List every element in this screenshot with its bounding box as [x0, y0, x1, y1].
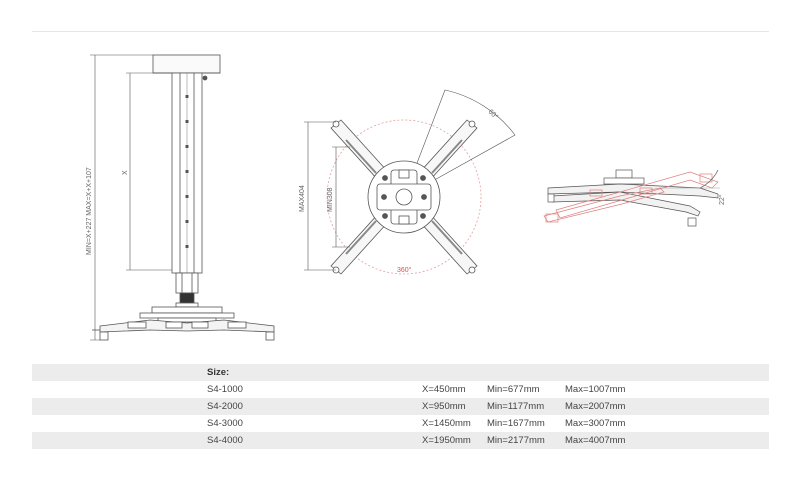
- max-cell: Max=3007mm: [565, 418, 626, 429]
- size-header: Size:: [207, 364, 422, 381]
- model-cell: S4-2000: [207, 398, 422, 415]
- min-dimension-label: MIN308: [327, 187, 334, 212]
- top-divider: [32, 31, 769, 32]
- pole-side-view: [90, 54, 275, 341]
- x-dimension-label: X: [122, 170, 129, 175]
- min-cell: Min=2177mm: [487, 432, 565, 449]
- table-row: S4-3000 X=1450mm Min=1677mm Max=3007mm: [32, 415, 769, 432]
- model-cell: S4-1000: [207, 384, 243, 395]
- model-cell: S4-3000: [207, 418, 243, 429]
- max-dimension-label: MAX404: [299, 185, 306, 212]
- min-cell: Min=677mm: [487, 384, 540, 395]
- height-dimension-label: MIN=X+227 MAX=X+X+107: [86, 167, 93, 255]
- x-cell: X=1950mm: [422, 432, 487, 449]
- min-cell: Min=1677mm: [487, 418, 545, 429]
- model-cell: S4-4000: [207, 432, 422, 449]
- tilt-side-view: [543, 169, 720, 227]
- table-row: S4-1000 X=450mm Min=677mm Max=1007mm: [32, 381, 769, 398]
- max-cell: Max=2007mm: [565, 398, 769, 415]
- bracket-top-view: [304, 89, 516, 275]
- x-cell: X=1450mm: [422, 418, 471, 429]
- technical-drawing: MIN=X+227 MAX=X+X+107 X: [86, 54, 726, 341]
- rotation-angle-label: 360°: [397, 266, 412, 274]
- table-row: S4-4000 X=1950mm Min=2177mm Max=4007mm: [32, 432, 769, 449]
- x-cell: X=450mm: [422, 384, 466, 395]
- tilt-angle-label: 60°: [487, 108, 500, 121]
- size-table: Size: S4-1000 X=450mm Min=677mm Max=1007…: [32, 364, 769, 449]
- max-cell: Max=4007mm: [565, 432, 769, 449]
- table-header-row: Size:: [32, 364, 769, 381]
- x-cell: X=950mm: [422, 398, 487, 415]
- min-cell: Min=1177mm: [487, 398, 565, 415]
- max-cell: Max=1007mm: [565, 384, 626, 395]
- tilt-side-angle-label: 22°: [718, 194, 726, 205]
- table-row: S4-2000 X=950mm Min=1177mm Max=2007mm: [32, 398, 769, 415]
